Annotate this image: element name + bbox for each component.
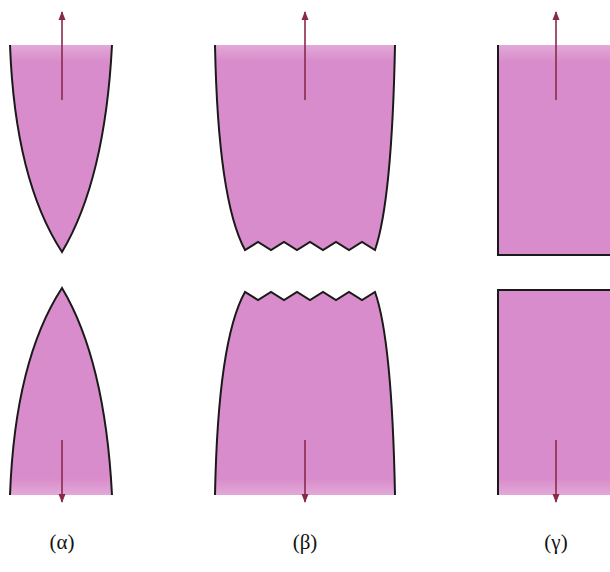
figure-label: (γ) <box>544 530 567 555</box>
figure-label: (α) <box>50 530 75 555</box>
brittle-specimen <box>498 12 610 502</box>
ductile-specimen <box>10 12 112 502</box>
moderate-ductile-specimen <box>215 12 395 502</box>
figure-label: (β) <box>293 530 318 555</box>
